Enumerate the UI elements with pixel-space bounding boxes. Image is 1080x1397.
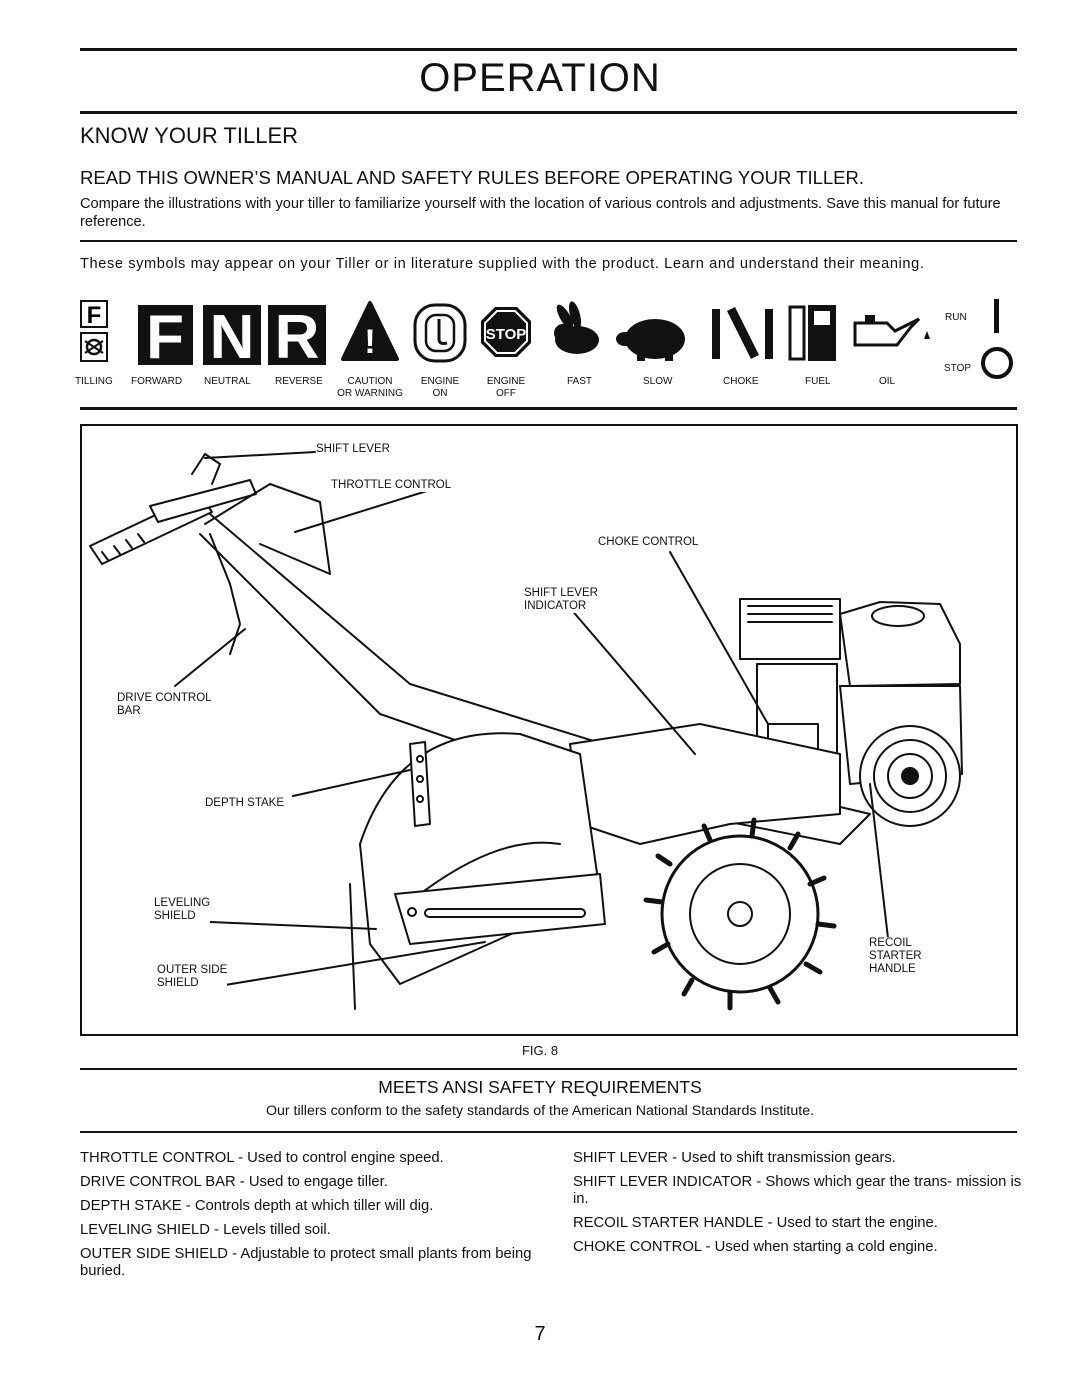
subheading: READ THIS OWNER’S MANUAL AND SAFETY RULE… bbox=[80, 167, 865, 188]
callout-outer-side-shield: OUTER SIDE SHIELD bbox=[157, 964, 228, 990]
callout-dcb-line2: BAR bbox=[117, 705, 141, 717]
callout-shift-lever-indicator: SHIFT LEVER INDICATOR bbox=[524, 587, 598, 613]
reverse-icon bbox=[268, 305, 326, 365]
ansi-heading: MEETS ANSI SAFETY REQUIREMENTS bbox=[378, 1077, 702, 1097]
callout-depth-stake: DEPTH STAKE bbox=[205, 797, 285, 810]
callout-rsh-line1: RECOIL bbox=[869, 937, 912, 949]
symbols-intro: These symbols may appear on your Tiller … bbox=[80, 256, 925, 272]
caution-label-line1: CAUTION bbox=[347, 376, 393, 387]
caution-glyph: ! bbox=[364, 323, 375, 361]
symbol-label-engine-off: ENGINE OFF bbox=[481, 376, 531, 400]
callout-choke-control: CHOKE CONTROL bbox=[598, 536, 699, 549]
desc-choke-control: CHOKE CONTROL - Used when starting a col… bbox=[573, 1239, 938, 1255]
desc-leveling-shield: LEVELING SHIELD - Levels tilled soil. bbox=[80, 1222, 331, 1238]
callout-recoil-starter-handle: RECOIL STARTER HANDLE bbox=[869, 937, 922, 976]
figure-frame bbox=[80, 424, 1018, 1036]
tilling-f-glyph: F bbox=[87, 302, 102, 329]
desc-depth-stake: DEPTH STAKE - Controls depth at which ti… bbox=[80, 1198, 434, 1214]
callout-dcb-line1: DRIVE CONTROL bbox=[117, 692, 212, 704]
symbol-label-fuel: FUEL bbox=[805, 376, 831, 387]
oil-icon bbox=[853, 315, 930, 347]
engine-on-icon bbox=[413, 303, 467, 363]
callout-throttle-control: THROTTLE CONTROL bbox=[331, 479, 452, 492]
tilling-icon: F bbox=[80, 300, 108, 362]
fig-rule bbox=[80, 1068, 1017, 1070]
ansi-text: Our tillers conform to the safety standa… bbox=[265, 1103, 815, 1119]
descriptions-right: SHIFT LEVER - Used to shift transmission… bbox=[573, 1150, 1023, 1263]
symbol-label-run: RUN bbox=[945, 312, 967, 323]
desc-outer-side-shield: OUTER SIDE SHIELD - Adjustable to protec… bbox=[80, 1246, 532, 1279]
symbol-label-forward: FORWARD bbox=[131, 376, 183, 387]
callout-rsh-line2: STARTER bbox=[869, 950, 922, 962]
engine-off-icon bbox=[481, 307, 531, 357]
symbol-label-fast: FAST bbox=[567, 376, 593, 387]
neutral-icon bbox=[203, 305, 261, 365]
intro-rule bbox=[80, 240, 1017, 242]
rabbit-icon bbox=[554, 301, 599, 354]
symbol-label-caution: CAUTION OR WARNING bbox=[333, 376, 407, 400]
choke-icon bbox=[712, 307, 773, 359]
engine-off-line2: OFF bbox=[496, 388, 516, 399]
symbol-label-engine-on: ENGINE ON bbox=[415, 376, 465, 400]
callout-shift-lever: SHIFT LEVER bbox=[316, 443, 390, 456]
symbols-rule bbox=[80, 407, 1017, 410]
desc-drive-control-bar: DRIVE CONTROL BAR - Used to engage tille… bbox=[80, 1174, 388, 1190]
callout-drive-control-bar: DRIVE CONTROL BAR bbox=[117, 692, 212, 718]
symbol-label-reverse: REVERSE bbox=[275, 376, 323, 387]
symbol-label-neutral: NEUTRAL bbox=[204, 376, 251, 387]
engine-off-glyph: STOP bbox=[486, 326, 527, 343]
engine-on-line2: ON bbox=[432, 388, 448, 399]
title-rule bbox=[80, 111, 1017, 114]
symbol-label-tilling: TILLING bbox=[75, 376, 113, 387]
symbol-label-choke: CHOKE bbox=[723, 376, 759, 387]
callout-oss-line1: OUTER SIDE bbox=[157, 964, 228, 976]
symbol-label-slow: SLOW bbox=[643, 376, 673, 387]
callout-ls-line1: LEVELING bbox=[154, 897, 211, 909]
desc-recoil-starter-handle: RECOIL STARTER HANDLE - Used to start th… bbox=[573, 1215, 938, 1231]
ansi-rule bbox=[80, 1131, 1017, 1133]
callout-sli-line2: INDICATOR bbox=[524, 600, 587, 612]
figure-caption: FIG. 8 bbox=[521, 1043, 559, 1058]
section-heading: KNOW YOUR TILLER bbox=[80, 123, 299, 148]
engine-off-line1: ENGINE bbox=[486, 376, 526, 387]
callout-rsh-line3: HANDLE bbox=[869, 963, 916, 975]
symbols-row: F F N R ! STOP bbox=[75, 295, 1025, 405]
symbols-graphics: F F N R ! STOP bbox=[80, 299, 1013, 379]
top-rule bbox=[80, 48, 1017, 51]
desc-shift-lever: SHIFT LEVER - Used to shift transmission… bbox=[573, 1150, 896, 1166]
descriptions-left: THROTTLE CONTROL - Used to control engin… bbox=[80, 1150, 540, 1287]
page-number: 7 bbox=[534, 1323, 546, 1345]
callout-sli-line1: SHIFT LEVER bbox=[524, 587, 598, 599]
caution-label-line2: OR WARNING bbox=[337, 388, 403, 399]
page-title: OPERATION bbox=[419, 56, 661, 100]
fuel-icon bbox=[788, 305, 836, 361]
intro-paragraph: Compare the illustrations with your till… bbox=[80, 196, 1001, 230]
caution-icon bbox=[341, 301, 399, 361]
symbol-label-oil: OIL bbox=[879, 376, 896, 387]
forward-icon bbox=[138, 305, 193, 365]
reverse-glyph: R bbox=[275, 303, 320, 372]
tiller-illustration bbox=[89, 451, 963, 1011]
desc-shift-lever-indicator: SHIFT LEVER INDICATOR - Shows which gear… bbox=[573, 1174, 1022, 1207]
desc-throttle-control: THROTTLE CONTROL - Used to control engin… bbox=[80, 1150, 444, 1166]
neutral-glyph: N bbox=[210, 303, 255, 372]
symbol-label-stop: STOP bbox=[944, 363, 972, 374]
callout-oss-line2: SHIELD bbox=[157, 977, 199, 989]
callout-ls-line2: SHIELD bbox=[154, 910, 196, 922]
engine-on-line1: ENGINE bbox=[420, 376, 460, 387]
callout-leveling-shield: LEVELING SHIELD bbox=[154, 897, 211, 923]
run-stop-icon bbox=[981, 299, 1013, 379]
forward-glyph: F bbox=[146, 303, 184, 372]
turtle-icon bbox=[616, 319, 685, 361]
